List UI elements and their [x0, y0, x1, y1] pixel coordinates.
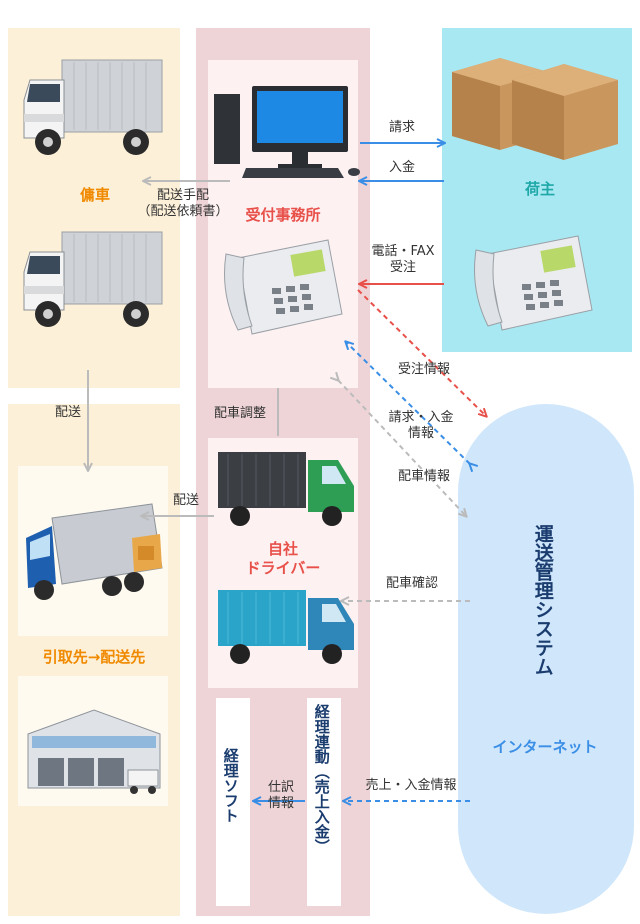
subcontractor-title: 傭車 — [79, 186, 110, 204]
journal-label: 仕訳 情報 — [258, 780, 304, 813]
journal-line1: 仕訳 — [267, 780, 294, 795]
dispatch-arrange-line2: （配送依頼書） — [137, 204, 229, 220]
accounting-link-title: 経理連動（売上入金） — [312, 704, 331, 854]
payment-label: 入金 — [388, 160, 415, 175]
billing-label: 請求 — [388, 120, 415, 135]
green-truck-icon — [218, 452, 354, 526]
dispatch-arrange-line1: 配送手配 — [156, 188, 209, 203]
system-title: 運送管理システム — [531, 524, 554, 676]
blue-truck-icon — [218, 590, 354, 664]
truck-icon — [23, 59, 163, 155]
pickup-title: 引取先→配送先 — [42, 648, 146, 666]
dispatch-confirm-label: 配車確認 — [385, 576, 438, 591]
accounting-soft-title: 経理ソフト — [221, 748, 240, 823]
accounting-soft-card — [216, 698, 250, 906]
truck-icon — [23, 231, 163, 327]
delivery-mid-label: 配送 — [172, 493, 199, 508]
reception-title: 受付事務所 — [245, 206, 321, 224]
phone-icon — [474, 235, 593, 331]
boxes-icon — [452, 58, 618, 160]
warehouse-icon — [27, 709, 161, 794]
journal-line2: 情報 — [267, 796, 294, 812]
billing-info-line2: 情報 — [407, 426, 434, 442]
sales-payment-label: 売上・入金情報 — [365, 778, 457, 793]
system-pill — [458, 404, 634, 914]
driver-title: 自社 ドライバー — [212, 540, 354, 578]
dispatch-info-label: 配車情報 — [397, 469, 450, 484]
driver-title-line1: 自社 — [267, 540, 298, 558]
computer-icon — [214, 86, 360, 178]
phone-fax-line2: 受注 — [389, 260, 416, 276]
cargo-truck-icon — [26, 503, 163, 600]
shipper-title: 荷主 — [524, 180, 555, 198]
phone-icon — [224, 239, 343, 335]
dispatch-arrange-label: 配送手配 （配送依頼書） — [128, 188, 238, 221]
delivery-left-label: 配送 — [54, 405, 81, 420]
accounting-link-card — [307, 698, 341, 906]
system-subtitle: インターネット — [492, 738, 598, 756]
billing-info-line1: 請求・入金 — [388, 410, 454, 425]
driver-title-line2: ドライバー — [245, 558, 321, 577]
phone-fax-line1: 電話・FAX — [371, 244, 435, 259]
order-info-label: 受注情報 — [397, 362, 450, 377]
phone-fax-label: 電話・FAX 受注 — [358, 244, 448, 277]
billing-info-label: 請求・入金 情報 — [378, 410, 464, 443]
dispatch-adjust-label: 配車調整 — [213, 406, 266, 421]
